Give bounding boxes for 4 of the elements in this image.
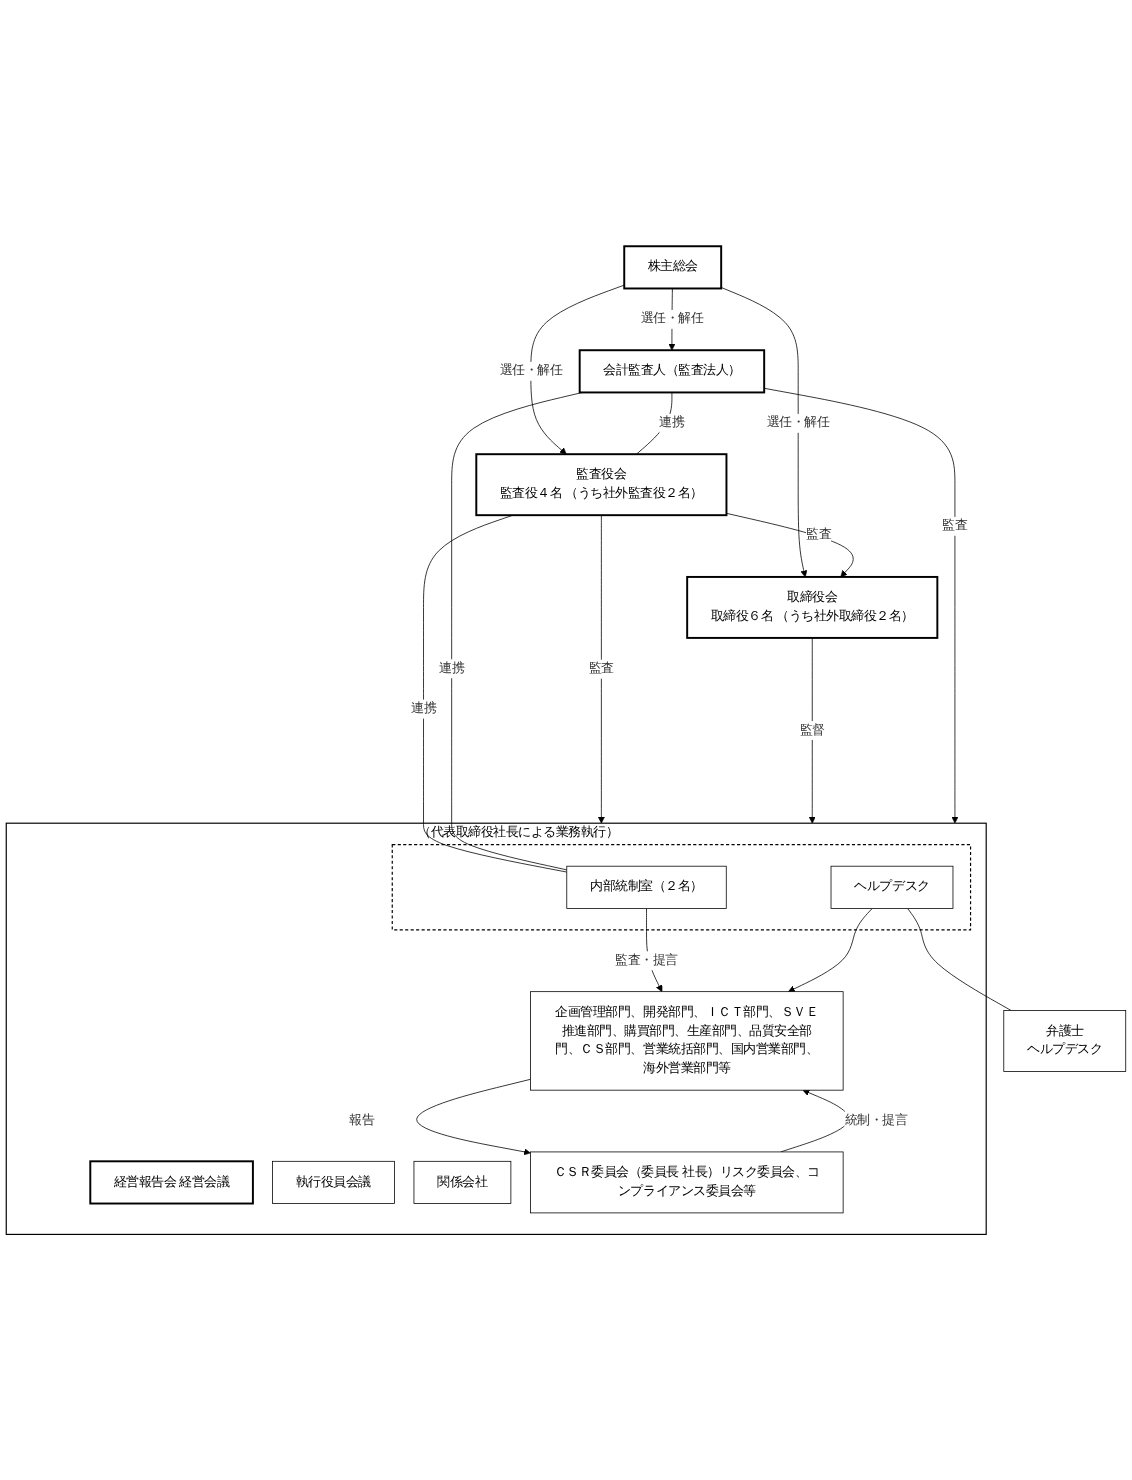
connector (907, 907, 1012, 1011)
connector (451, 391, 583, 870)
connector (423, 514, 568, 873)
cluster (391, 843, 972, 931)
